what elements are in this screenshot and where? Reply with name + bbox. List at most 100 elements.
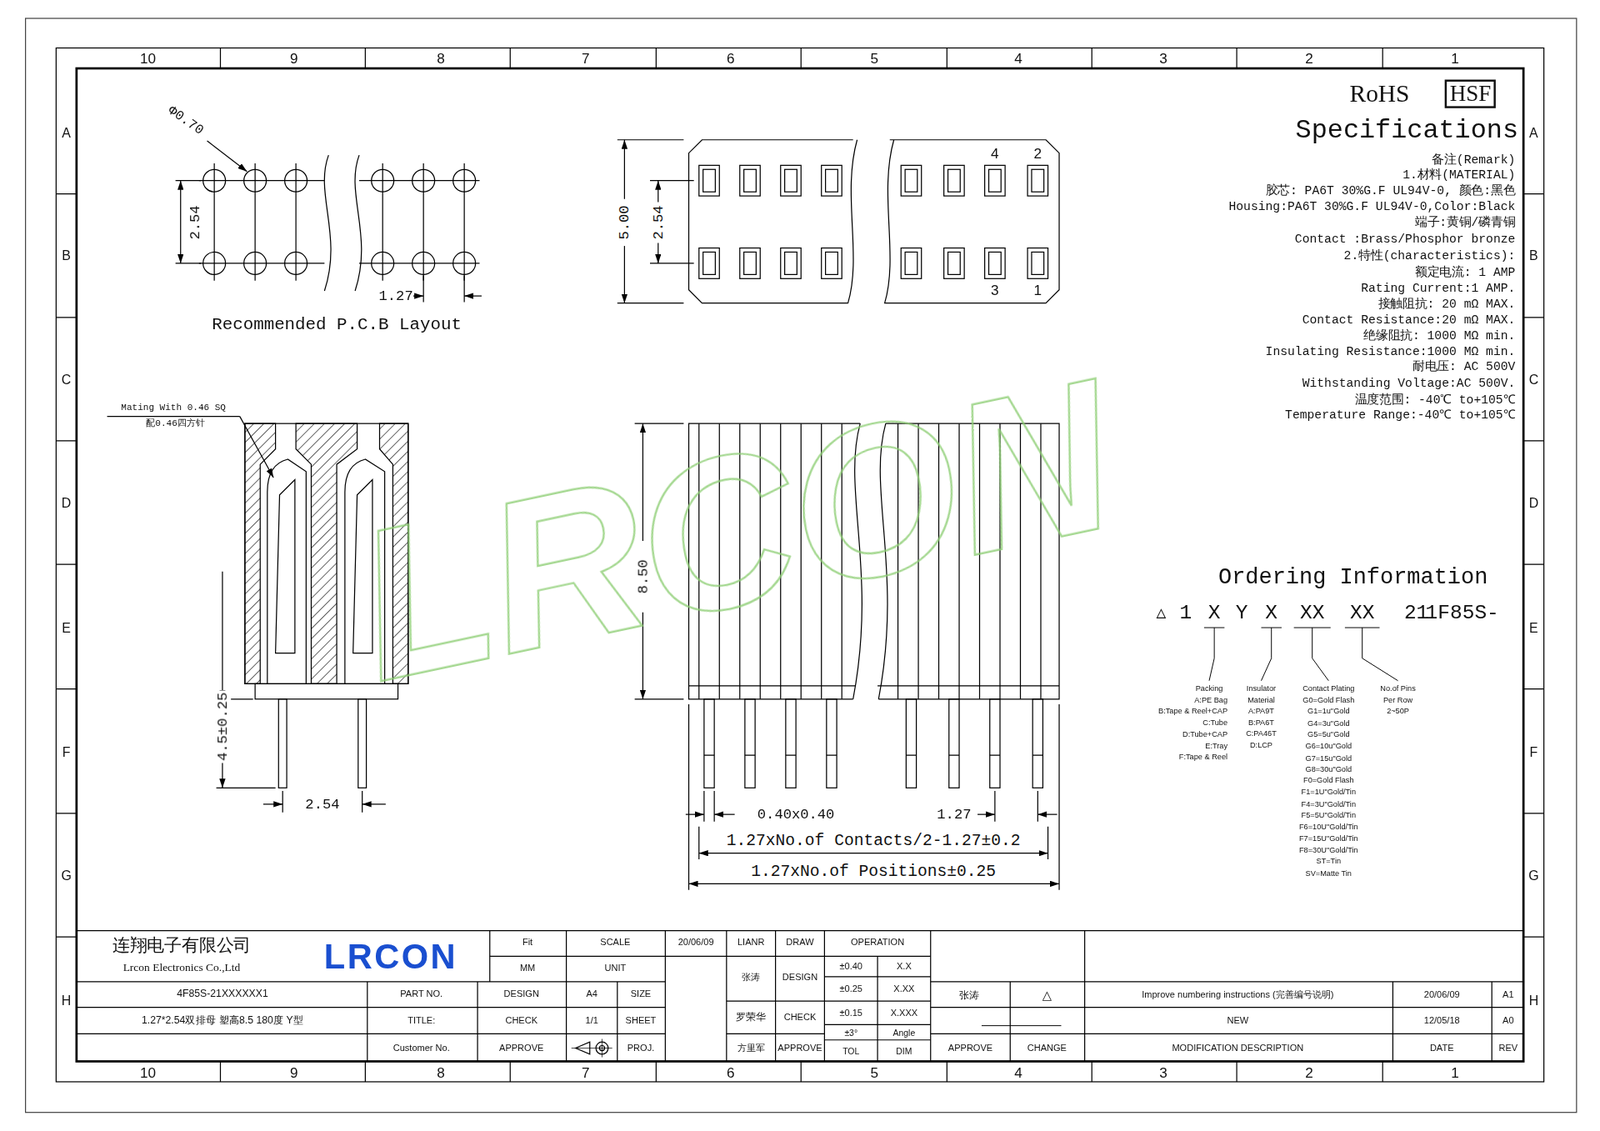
zone-letter: B [61, 248, 71, 262]
title-block-cell: DESIGN [782, 973, 818, 983]
title-block-cell: ±0.25 [839, 984, 863, 994]
zone-number: 9 [290, 1065, 299, 1080]
spec-line: 额定电流: 1 AMP [1415, 266, 1516, 280]
spec-line: 接触阻抗: 20 mΩ MAX. [1378, 298, 1516, 311]
option-value: E:Tray [1205, 741, 1228, 750]
option-value: A:PA9T [1248, 707, 1275, 715]
option-value: G7=15u"Gold [1305, 754, 1352, 762]
option-heading: Material [1247, 695, 1275, 704]
part-code-field: XX [1300, 603, 1325, 624]
spec-line: Rating Current:1 AMP. [1360, 282, 1515, 295]
title-block-cell: Customer No. [393, 1043, 450, 1053]
spec-line: Withstanding Voltage:AC 500V. [1302, 377, 1516, 390]
part-code-field: △ [1156, 605, 1167, 622]
option-value: G4=3u"Gold [1307, 719, 1350, 727]
zone-number: 2 [1305, 1065, 1314, 1080]
company-logo: LRCON [324, 939, 458, 975]
title-block-cell: OPERATION [850, 938, 905, 948]
title-block-cell: UNIT [605, 964, 627, 974]
spec-line: 绝缘阻抗: 1000 MΩ min. [1363, 330, 1515, 343]
title-block-cell: Fit [522, 938, 533, 948]
hsf-mark: HSF [1445, 80, 1497, 109]
title-block-cell: A0 [1502, 1015, 1514, 1025]
title-block-cell: SIZE [630, 989, 652, 999]
title-block-cell: REV [1498, 1043, 1518, 1053]
option-value: ST=Tin [1316, 857, 1342, 865]
title-block-cell: TOL [842, 1046, 860, 1055]
spec-line: Contact :Brass/Phosphor bronze [1295, 233, 1516, 246]
title-block-cell: A4 [585, 989, 597, 999]
dimension-label: 4.5±0.25 [214, 690, 231, 763]
option-value: D:LCP [1250, 740, 1273, 749]
title-block-cell: X.X [896, 961, 912, 971]
option-value: F6=10U"Gold/Tin [1299, 823, 1359, 831]
title-block-cell: 20/06/09 [1424, 990, 1460, 1000]
title-block-cell: 4F85S-21XXXXXX1 [176, 989, 269, 1000]
zone-number: 9 [290, 50, 299, 65]
option-value: F8=30U"Gold/Tin [1299, 845, 1359, 854]
view-title: Recommended P.C.B Layout [211, 315, 462, 334]
part-code-field: X [1208, 603, 1221, 624]
dimension-label: 2.54 [650, 203, 667, 242]
zone-letter: B [1529, 248, 1539, 262]
zone-number: 3 [1159, 50, 1168, 65]
title-block-cell: SCALE [600, 938, 630, 948]
title-block-cell: APPROVE [777, 1043, 822, 1053]
zone-number: 4 [1014, 50, 1023, 65]
title-block-cell: CHECK [784, 1012, 817, 1022]
title-block-cell: APPROVE [499, 1043, 544, 1053]
dimension-label: 1.27 [379, 289, 414, 304]
part-code-field: 1F85S- [1425, 603, 1500, 624]
option-value: C:PA46T [1245, 730, 1277, 738]
title-block-cell: MODIFICATION DESCRIPTION [1171, 1043, 1304, 1053]
title-block-cell: MM [520, 964, 535, 974]
part-code-field: Y [1235, 603, 1249, 624]
pin-number: 4 [990, 145, 1000, 160]
mating-note: Mating With 0.46 SQ [120, 403, 226, 413]
rohs-mark: RoHS [1350, 81, 1410, 106]
pin-number: 3 [990, 282, 1000, 297]
dimension-label: Φ0.70 [165, 103, 206, 137]
dimension-label: 2.54 [186, 203, 204, 242]
option-value: G8=30u"Gold [1305, 765, 1352, 773]
title-block-cell: NEW [1226, 1015, 1249, 1025]
zone-letter: D [61, 496, 71, 510]
title-block-cell: DATE [1430, 1043, 1455, 1053]
title-block-cell: 方里军 [737, 1043, 765, 1053]
dimension-label: 1.27xNo.of Positions±0.25 [749, 862, 999, 881]
zone-number: 6 [726, 1065, 735, 1080]
title-block-cell: DIM [895, 1046, 912, 1055]
zone-letter: E [1529, 620, 1539, 635]
zone-letter: F [62, 745, 71, 759]
dimension-label: 1.27 [936, 807, 971, 822]
title-block-cell: Improve numbering instructions (完善编号说明) [1141, 990, 1334, 1000]
zone-number: 2 [1305, 50, 1314, 65]
zone-number: 1 [1450, 1065, 1460, 1080]
watermark: LRCON [340, 346, 1130, 715]
spec-line: 2.特性(characteristics): [1344, 250, 1516, 263]
option-value: F1=1U"Gold/Tin [1301, 788, 1356, 796]
mating-note: 配0.46四方针 [145, 420, 205, 430]
option-value: B:Tape & Reel+CAP [1158, 707, 1228, 715]
zone-letter: F [1530, 745, 1539, 759]
option-value: F4=3U"Gold/Tin [1301, 800, 1356, 808]
title-block-cell: TITLE: [407, 1015, 435, 1025]
spec-line: 备注(Remark) [1431, 154, 1515, 167]
zone-letter: A [61, 125, 71, 140]
spec-line: Housing:PA6T 30%G.F UL94V-0,Color:Black [1228, 200, 1515, 214]
option-heading: Packing [1195, 685, 1224, 693]
spec-line: 耐电压: AC 500V [1412, 360, 1515, 374]
zone-number: 8 [436, 50, 445, 65]
option-value: F0=Gold Flash [1303, 776, 1354, 785]
part-code-field: 1 [1180, 603, 1193, 624]
title-block-cell: PART NO. [400, 989, 443, 999]
company-name: Lrcon Electronics Co.,Ltd [123, 961, 241, 973]
option-heading: Per Row [1383, 695, 1413, 704]
zone-number: 8 [436, 1065, 445, 1080]
title-block-cell: A1 [1502, 990, 1514, 1000]
title-block-cell: LIANR [737, 938, 765, 948]
zone-number: 5 [870, 50, 880, 65]
title-block-cell: Angle [893, 1028, 916, 1037]
part-code-field: 21 [1404, 603, 1429, 624]
title-block-cell: SHEET [625, 1015, 657, 1025]
